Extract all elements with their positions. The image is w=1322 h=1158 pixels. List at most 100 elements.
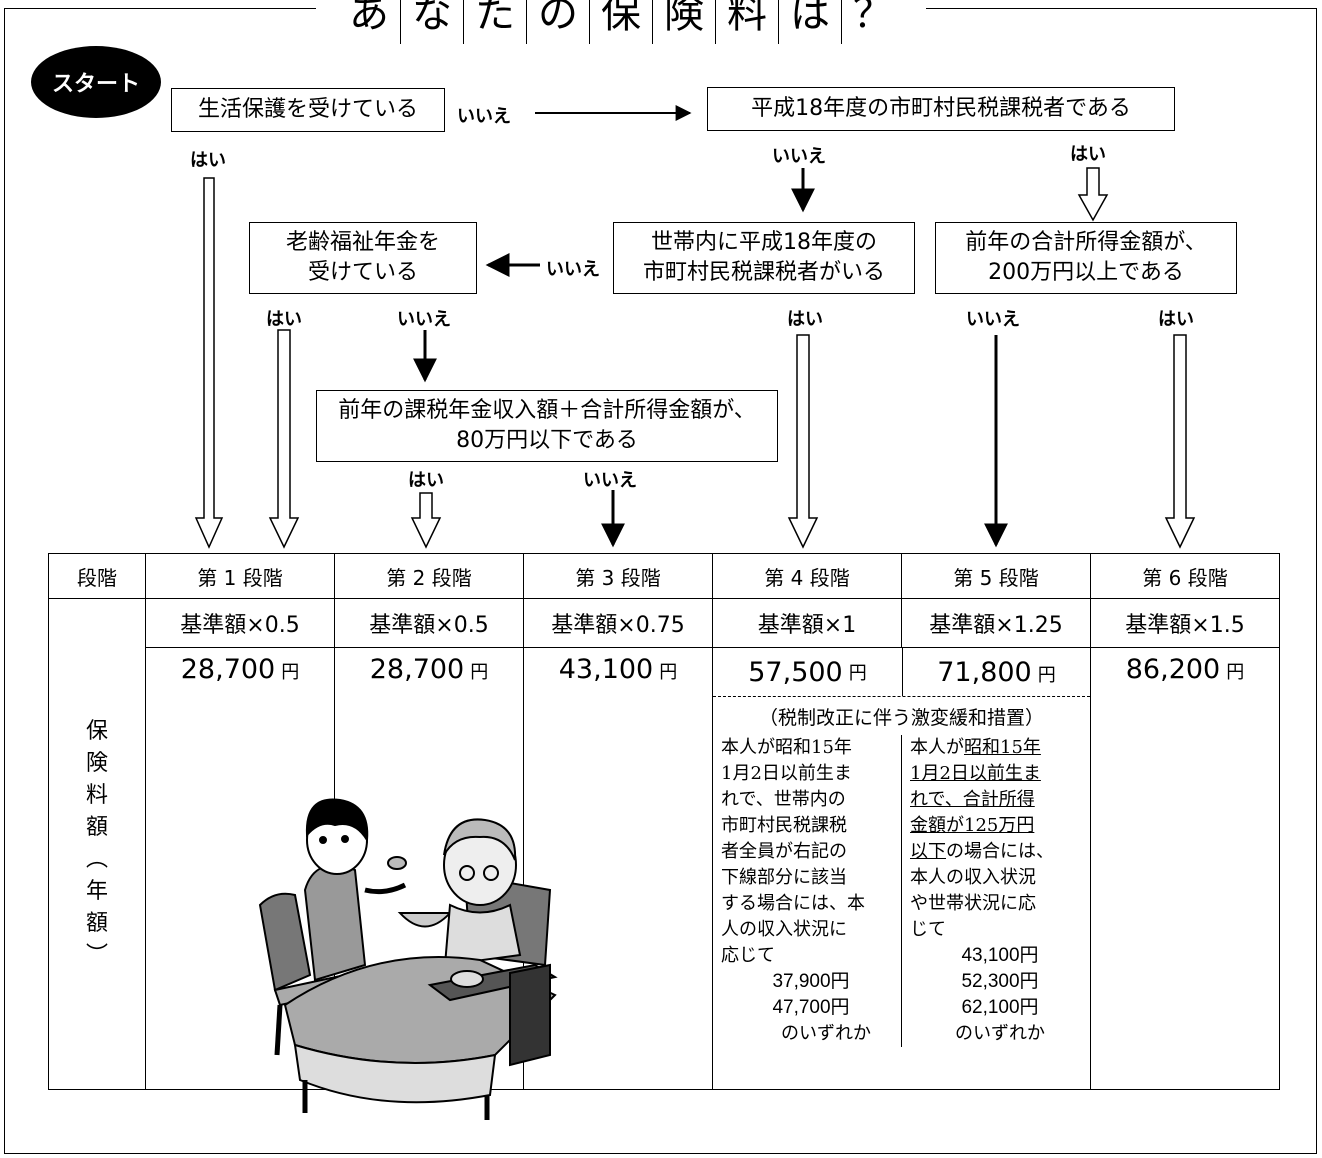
side-label-char: 険	[85, 751, 108, 776]
stage-amount: 57,500	[748, 656, 843, 688]
node-text-line2: 200万円以上である	[988, 260, 1184, 285]
stage-name: 第 4 段階	[712, 553, 902, 599]
yen-unit: 円	[1226, 662, 1245, 683]
edge-label-no: いいえ	[583, 470, 637, 491]
title-char: な	[401, 0, 464, 44]
title-char: 保	[590, 0, 653, 44]
start-badge: スタート	[31, 46, 161, 118]
node-zennen-200man: 前年の合計所得金額が、 200万円以上である	[935, 222, 1237, 294]
node-seikatsu-hogo: 生活保護を受けている	[171, 88, 445, 132]
edge-label-yes: はい	[190, 150, 226, 171]
edge-label-yes: はい	[266, 309, 302, 330]
node-setai-kazei: 世帯内に平成18年度の 市町村民税課税者がいる	[613, 222, 915, 294]
arrow-yes-setai	[787, 334, 819, 549]
note-underlined: 以下	[910, 841, 946, 862]
caregiver-illustration	[258, 798, 558, 1120]
stage-name: 第 1 段階	[145, 553, 335, 599]
note-underlined: 昭和15年	[964, 737, 1041, 758]
note-line: 本人の収入状況	[910, 867, 1036, 888]
node-roureki-nenkin: 老齢福祉年金を 受けている	[249, 222, 477, 294]
stage-multiplier: 基準額×1.5	[1090, 598, 1280, 648]
side-label-char: ︵	[85, 847, 108, 872]
edge-label-no: いいえ	[546, 259, 600, 280]
mattress-shape	[293, 1043, 497, 1104]
note-amount: 43,100円	[961, 945, 1039, 966]
edge-label-yes: はい	[1158, 309, 1194, 330]
note-line: れで、世帯内の	[721, 789, 846, 810]
note-amount: 37,900円	[772, 971, 850, 992]
edge-label-yes: はい	[787, 309, 823, 330]
note-line: する場合には、本	[721, 893, 865, 914]
mitigation-title: （税制改正に伴う激変緩和措置）	[758, 707, 1044, 729]
node-text-line2: 市町村民税課税者がいる	[642, 260, 885, 285]
note-suffix: のいずれか	[781, 1023, 871, 1044]
note-line: 応じて	[721, 945, 775, 966]
node-kazei-sha: 平成18年度の市町村民税課税者である	[707, 87, 1175, 131]
stage-multiplier: 基準額×1.25	[901, 598, 1091, 648]
edge-label-no: いいえ	[457, 106, 511, 127]
stage-amount: 86,200	[1125, 654, 1221, 685]
title-char: た	[464, 0, 527, 44]
note-amount: 47,700円	[772, 997, 850, 1018]
stage-name: 第 2 段階	[334, 553, 524, 599]
note-underlined: 1月2日以前生ま	[910, 763, 1041, 784]
note-underlined: れで、合計所得	[910, 789, 1035, 810]
title-char: 険	[653, 0, 716, 44]
yen-unit: 円	[1037, 664, 1056, 686]
note-text: 本人が	[910, 737, 964, 758]
stage4-note: 本人が昭和15年 1月2日以前生まれで、世帯内の市町村民税課税者全員が右記の下線部…	[713, 735, 902, 1047]
side-label-char: 額	[85, 911, 108, 936]
node-text-line1: 前年の課税年金収入額＋合計所得金額が、	[338, 398, 756, 423]
side-label-char: 料	[85, 783, 108, 808]
note-line: じて	[910, 919, 946, 940]
title-char: の	[527, 0, 590, 44]
stage-name: 第 6 段階	[1090, 553, 1280, 599]
note-line: 市町村民税課税	[721, 815, 847, 836]
yen-unit: 円	[470, 662, 489, 683]
note-line: 者全員が右記の	[721, 841, 847, 862]
bowl-shape	[397, 912, 453, 928]
stage-multiplier: 基準額×0.5	[145, 598, 335, 648]
note-line: 以下の場合には、	[910, 839, 1090, 865]
side-label-char: 年	[85, 879, 108, 904]
note-suffix: のいずれか	[955, 1023, 1045, 1044]
note-amount: 52,300円	[961, 971, 1039, 992]
node-text-line1: 前年の合計所得金額が、	[965, 230, 1207, 255]
arrow-yes-kazei80	[410, 492, 442, 549]
yen-unit: 円	[659, 662, 678, 683]
note-line: や世帯状況に応	[910, 893, 1036, 914]
edge-label-no: いいえ	[397, 309, 451, 330]
side-label-char: ︶	[85, 943, 108, 968]
edge-label-no: いいえ	[772, 146, 826, 167]
premium-table: 段階 第 1 段階 第 2 段階 第 3 段階 第 4 段階 第 5 段階 第 …	[48, 553, 1280, 1090]
caregiver-shape	[303, 798, 407, 982]
note-line: 1月2日以前生ま	[721, 763, 852, 784]
stage-multiplier: 基準額×1	[712, 598, 902, 648]
note-underlined: 金額が125万円	[910, 815, 1035, 836]
note-lines: 本人が昭和15年 1月2日以前生まれで、世帯内の市町村民税課税者全員が右記の下線部…	[721, 735, 901, 969]
note-text: の場合には、	[946, 841, 1054, 862]
multiplier-row: 保険料額︵年額︶ 基準額×0.5 基準額×0.5 基準額×0.75 基準額×1 …	[48, 598, 1280, 1090]
side-label-text: 保険料額︵年額︶	[49, 716, 145, 972]
title-char: ？	[853, 0, 893, 37]
arrow-yes-seikatsu	[194, 177, 224, 549]
stage-header-row: 段階 第 1 段階 第 2 段階 第 3 段階 第 4 段階 第 5 段階 第 …	[48, 553, 1280, 599]
note-amount: 62,100円	[961, 997, 1039, 1018]
node-text: 生活保護を受けている	[197, 97, 418, 122]
stage-multiplier: 基準額×0.5	[334, 598, 524, 648]
node-text-line1: 老齢福祉年金を	[285, 230, 440, 255]
arrow-yes-zennen200	[1164, 334, 1196, 549]
yen-unit: 円	[848, 663, 867, 684]
note-line: 本人が昭和15年	[721, 737, 852, 758]
node-text-line1: 世帯内に平成18年度の	[651, 230, 877, 255]
header-label: 段階	[48, 553, 146, 599]
note-line: 下線部分に該当	[721, 867, 847, 888]
stage-amount: 28,700	[369, 654, 465, 685]
